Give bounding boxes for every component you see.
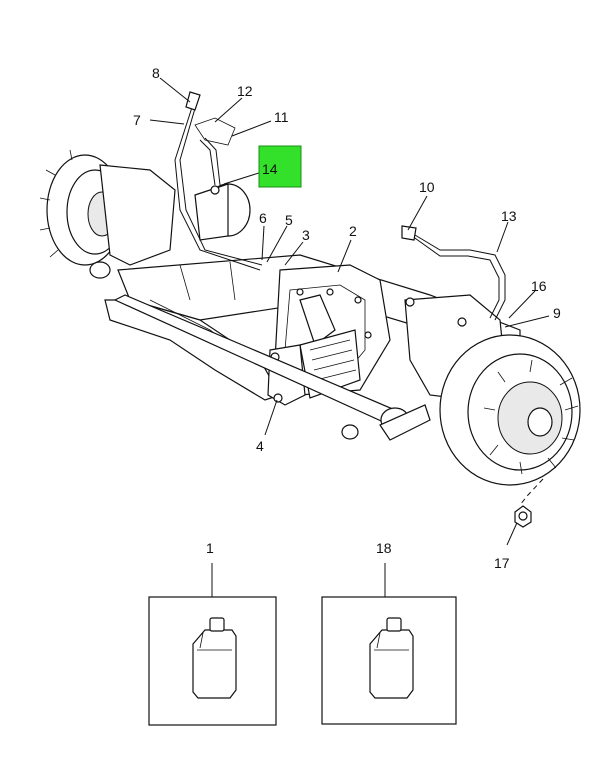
lubricant-bottle-icon xyxy=(192,617,237,699)
nut-part-17 xyxy=(514,505,532,528)
callout-12: 12 xyxy=(237,83,253,99)
callout-5: 5 xyxy=(285,212,293,228)
callout-1: 1 xyxy=(206,540,214,556)
left-hub-studs xyxy=(39,149,73,258)
leader-lines xyxy=(149,77,550,597)
callout-3: 3 xyxy=(302,227,310,243)
highlighted-callout-14[interactable]: 14 xyxy=(258,145,302,188)
callout-10: 10 xyxy=(419,179,435,195)
lubricant-bottle-icon xyxy=(369,617,414,699)
callout-18: 18 xyxy=(376,540,392,556)
part-18-box[interactable] xyxy=(321,596,457,725)
callout-8: 8 xyxy=(152,65,160,81)
callout-2: 2 xyxy=(349,223,357,239)
callout-16: 16 xyxy=(531,278,547,294)
part-1-box[interactable] xyxy=(148,596,277,726)
callout-4: 4 xyxy=(256,438,264,454)
axle-assembly-illustration xyxy=(39,91,581,486)
callout-13: 13 xyxy=(501,208,517,224)
callout-14-highlight xyxy=(258,145,302,188)
callout-17: 17 xyxy=(494,555,510,571)
callout-11: 11 xyxy=(274,109,289,125)
callout-14: 14 xyxy=(262,161,278,177)
callout-labels: 8 7 12 11 6 5 3 2 4 10 13 16 9 17 1 18 xyxy=(133,65,561,571)
callout-7: 7 xyxy=(133,112,141,128)
callout-6: 6 xyxy=(259,210,267,226)
right-hub-studs xyxy=(483,359,579,475)
callout-9: 9 xyxy=(553,305,561,321)
